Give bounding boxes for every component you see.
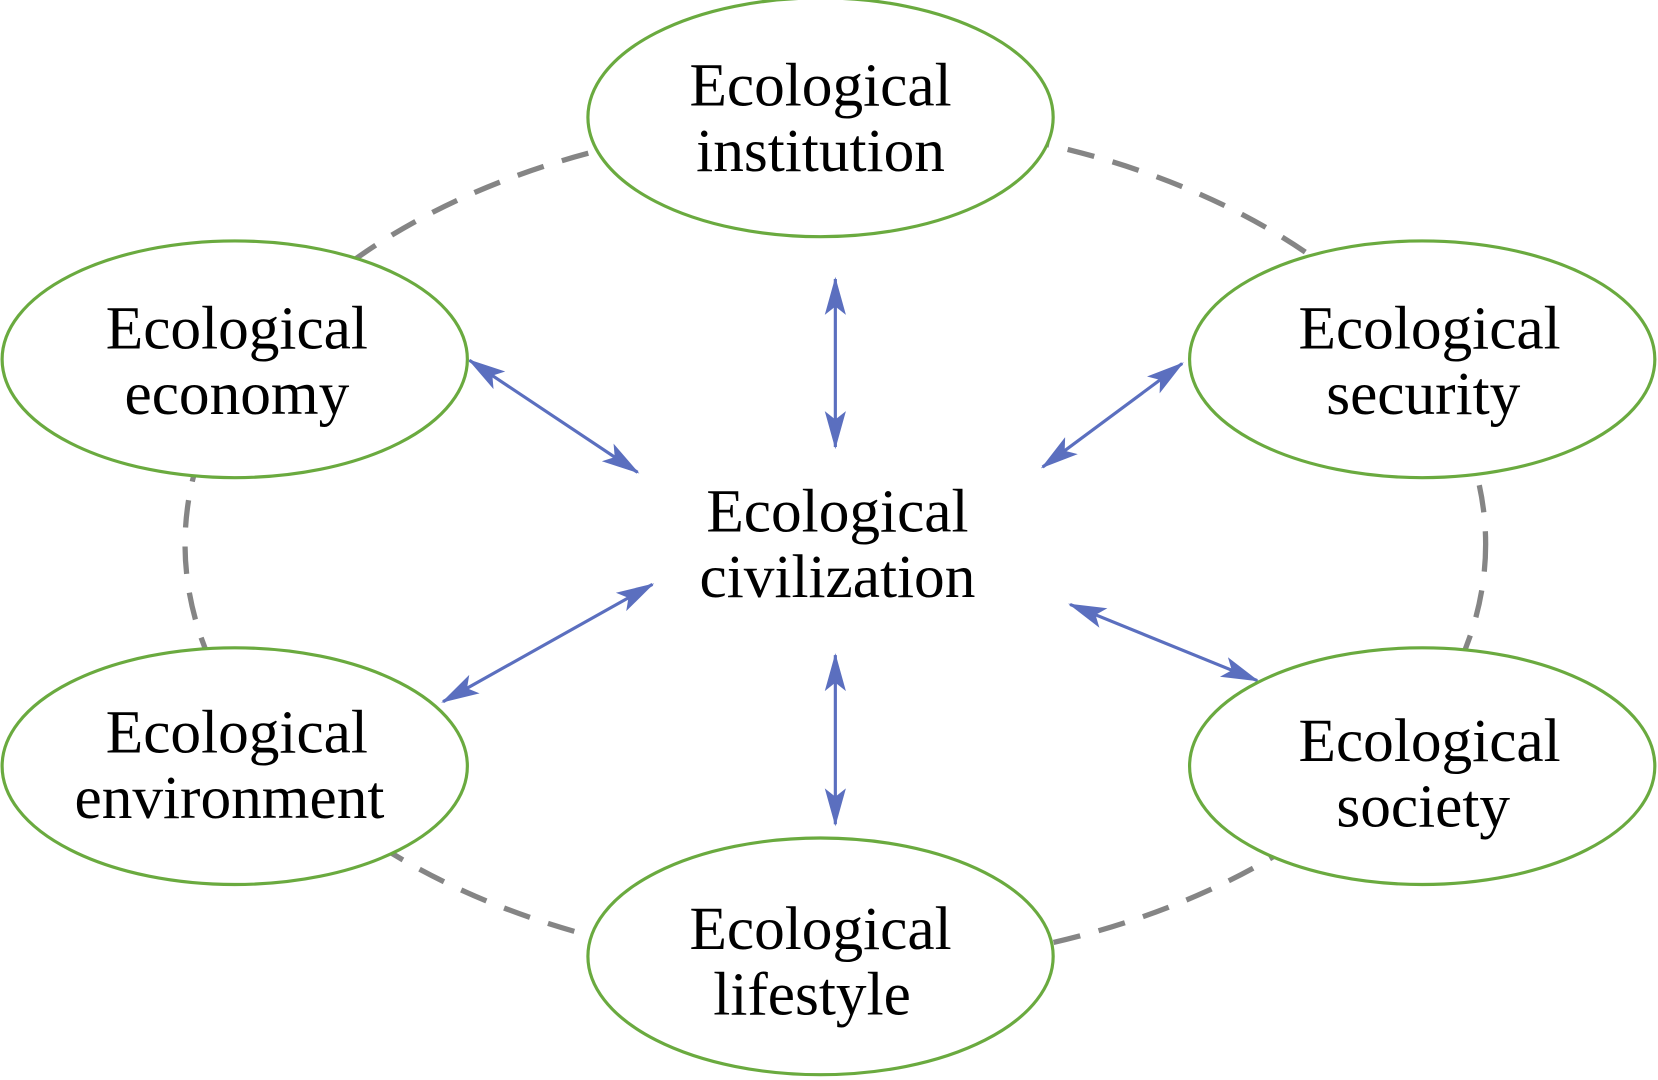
node-ellipse: [1187, 646, 1657, 887]
node-label-line1: Ecological: [1299, 295, 1561, 363]
node-ellipse: [586, 836, 1055, 1077]
node-label-line1: Ecological: [689, 52, 951, 120]
center-label-line1: Ecological: [706, 478, 968, 546]
node-label-line1: Ecological: [689, 895, 951, 963]
node-ellipse: [586, 0, 1055, 239]
node-security: Ecological security: [1187, 239, 1657, 480]
node-label-line1: Ecological: [106, 698, 368, 766]
node-lifestyle: Ecological lifestyle: [586, 836, 1055, 1077]
arrow-environment: [441, 583, 655, 704]
node-environment: Ecological environment: [0, 646, 469, 887]
center-label-line2: civilization: [700, 543, 976, 611]
node-economy: Ecological economy: [0, 239, 469, 480]
node-society: Ecological society: [1187, 646, 1657, 887]
node-institution: Ecological institution: [586, 0, 1055, 239]
node-label-line2: environment: [75, 764, 385, 832]
node-label-line1: Ecological: [1299, 707, 1561, 775]
node-label-line2: economy: [124, 360, 349, 428]
node-label-line2: institution: [696, 117, 945, 185]
arrows: [441, 276, 1260, 827]
node-ellipse: [0, 239, 469, 480]
node-ellipse: [1187, 239, 1657, 480]
node-label-line2: lifestyle: [713, 960, 911, 1028]
center-concept: Ecological civilization: [700, 478, 976, 611]
node-label-line2: society: [1336, 772, 1510, 840]
arrow-society: [1068, 602, 1260, 683]
arrow-security: [1040, 362, 1184, 469]
arrow-economy: [467, 359, 640, 474]
node-label-line2: security: [1326, 360, 1520, 428]
node-label-line1: Ecological: [106, 295, 368, 363]
node-ellipse: [0, 646, 469, 887]
